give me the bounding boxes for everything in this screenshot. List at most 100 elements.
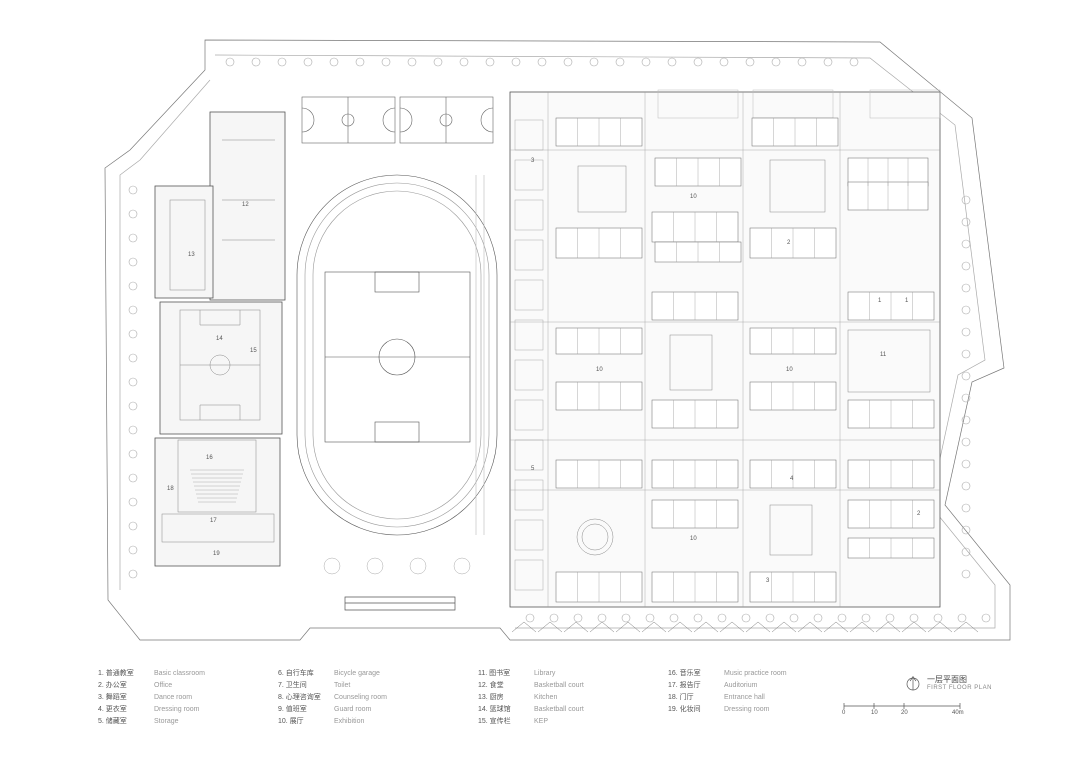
legend-item-cn: 8. 心理咨询室: [278, 694, 321, 701]
tree-icon: [511, 57, 521, 67]
tree-icon: [641, 57, 651, 67]
tree-icon: [961, 393, 971, 403]
tree-icon: [303, 57, 313, 67]
scale-label-40: 40m: [952, 710, 964, 716]
label-13: 13: [188, 252, 195, 258]
inner-road: [119, 54, 996, 629]
tree-icon: [128, 209, 138, 219]
tree-icon: [433, 57, 443, 67]
tree-icon: [128, 329, 138, 339]
label-1a: 1: [878, 298, 882, 304]
tree-icon: [381, 57, 391, 67]
tree-icon: [128, 425, 138, 435]
tree-icon: [693, 613, 703, 623]
floor-plan-drawing: 12 13 14 15 16 17 18 19 10 10 10 10 11 1…: [104, 39, 1011, 641]
site-boundary: [104, 39, 1011, 641]
legend-item-en: Guard room: [334, 706, 372, 713]
label-15: 15: [250, 348, 257, 354]
tree-icon: [597, 613, 607, 623]
tree-icon: [537, 57, 547, 67]
tree-icon: [329, 57, 339, 67]
tree-icon: [485, 57, 495, 67]
tree-icon: [765, 613, 775, 623]
legend-item-en: Entrance hall: [724, 694, 765, 701]
basketball-hall: [159, 301, 283, 435]
legend-item-en: Basketball court: [534, 682, 584, 689]
label-3b: 3: [766, 578, 770, 584]
plan-title-cn: 一层平面图: [927, 675, 967, 684]
tree-icon: [615, 57, 625, 67]
legend-item-cn: 19. 化妆间: [668, 706, 701, 713]
tree-icon: [961, 283, 971, 293]
label-2a: 2: [787, 240, 791, 246]
label-10-left: 10: [596, 367, 603, 373]
legend-item-cn: 14. 篮球馆: [478, 706, 511, 713]
tree-icon: [128, 497, 138, 507]
tree-icon: [459, 57, 469, 67]
tree-icon: [861, 613, 871, 623]
tree-icon: [981, 613, 991, 623]
tree-icon: [128, 281, 138, 291]
tree-icon: [525, 613, 535, 623]
canteen-block: [209, 111, 286, 301]
tree-icon: [128, 233, 138, 243]
tree-icon: [573, 613, 583, 623]
legend-item-cn: 5. 储藏室: [98, 718, 127, 725]
tree-icon: [961, 217, 971, 227]
legend-item-cn: 7. 卫生间: [278, 682, 307, 689]
legend-item-en: Basic classroom: [154, 670, 205, 677]
entrance-canopy: [344, 596, 456, 611]
tree-icon: [961, 305, 971, 315]
tree-icon: [128, 257, 138, 267]
legend-item-cn: 2. 办公室: [98, 682, 127, 689]
legend-item-cn: 1. 普通教室: [98, 670, 134, 677]
label-18: 18: [167, 486, 174, 492]
tree-icon: [961, 415, 971, 425]
legend-item-cn: 18. 门厅: [668, 694, 694, 701]
legend-item-en: Dressing room: [724, 706, 770, 713]
tree-icon: [693, 57, 703, 67]
legend-item-en: Dance room: [154, 694, 193, 701]
tree-icon: [407, 57, 417, 67]
tree-icon: [961, 349, 971, 359]
tree-icon: [837, 613, 847, 623]
tree-icon: [933, 613, 943, 623]
label-10-top: 10: [690, 194, 697, 200]
tree-icon: [771, 57, 781, 67]
tree-icon: [813, 613, 823, 623]
legend-item: 19. 化妆间 Dressing room: [668, 704, 787, 716]
scale-label-10: 10: [871, 710, 878, 716]
legend-item-cn: 6. 自行车库: [278, 670, 314, 677]
plan-title-en: FIRST FLOOR PLAN: [927, 685, 992, 691]
tree-icon: [957, 613, 967, 623]
tree-icon: [621, 613, 631, 623]
label-4: 4: [790, 476, 794, 482]
tree-icon: [961, 437, 971, 447]
plan-title-block: 一层平面图 FIRST FLOOR PLAN: [905, 672, 1035, 720]
tree-icon: [128, 449, 138, 459]
running-track: [296, 174, 498, 536]
tree-icon: [885, 613, 895, 623]
legend-item-cn: 16. 音乐室: [668, 670, 701, 677]
label-12: 12: [242, 202, 249, 208]
tree-icon: [645, 613, 655, 623]
tree-icon: [741, 613, 751, 623]
legend-item-en: KEP: [534, 718, 549, 725]
scale-bar: 0 10 20 40m: [842, 700, 982, 720]
legend-item-en: Dressing room: [154, 706, 200, 713]
tree-icon: [961, 481, 971, 491]
north-arrow-icon: [906, 676, 920, 691]
legend-item-en: Library: [534, 670, 556, 677]
